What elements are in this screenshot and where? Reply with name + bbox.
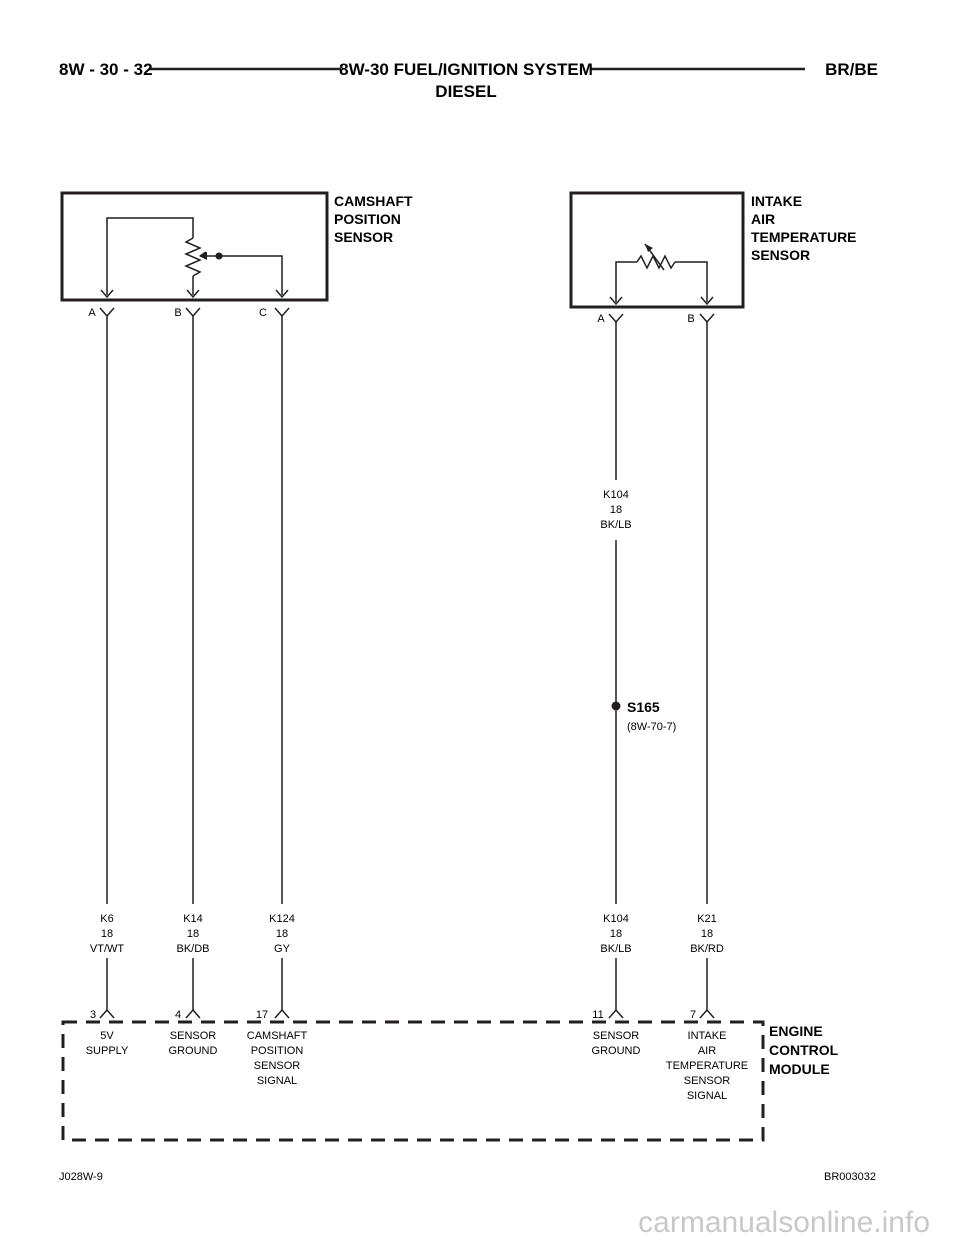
iat-label-2: AIR: [751, 211, 775, 227]
iat-label-4: SENSOR: [751, 247, 810, 263]
wire-k124-circuit: K124: [269, 913, 295, 925]
wire-k14-gauge: 18: [187, 928, 199, 940]
cmp-label-1: CAMSHAFT: [334, 193, 413, 209]
top-connector-chevrons: [99, 307, 715, 324]
iat-pin-b: B: [687, 313, 694, 325]
wire-k21-color: BK/RD: [690, 943, 724, 955]
wire-k104-circuit: K104: [603, 913, 629, 925]
cmp-pin-a: A: [88, 307, 96, 319]
ecm-func-4-l1: SENSOR: [170, 1030, 217, 1042]
ecm-func-7-l4: SENSOR: [684, 1075, 731, 1087]
wires: [106, 316, 708, 1010]
wiper-arrow-icon: [199, 252, 207, 260]
footer-left-code: J028W-9: [59, 1171, 103, 1183]
ecm-pin-functions: 5V SUPPLY SENSOR GROUND CAMSHAFT POSITIO…: [86, 1030, 748, 1102]
wire-k124-gauge: 18: [276, 928, 288, 940]
iat-sensor-box: [569, 191, 745, 309]
ecm-pin-17: 17: [256, 1009, 268, 1021]
ecm-func-7-l1: INTAKE: [688, 1030, 727, 1042]
ecm-func-3-l2: SUPPLY: [86, 1045, 129, 1057]
ecm-label-3: MODULE: [769, 1061, 830, 1077]
thermistor-arrow-icon: [645, 244, 653, 252]
ecm-func-7-l2: AIR: [698, 1045, 716, 1057]
ecm-pin-7: 7: [690, 1009, 696, 1021]
cmp-label-3: SENSOR: [334, 229, 393, 245]
ecm-func-7-l3: TEMPERATURE: [666, 1060, 748, 1072]
cmp-internal-terminals: [100, 289, 289, 299]
ecm-func-3-l1: 5V: [100, 1030, 114, 1042]
wire-k21-gauge: 18: [701, 928, 713, 940]
wire-k21-circuit: K21: [697, 913, 717, 925]
wire-k14-circuit: K14: [183, 913, 203, 925]
watermark: carmanualsonline.info: [638, 1206, 930, 1239]
footer-right-code: BR003032: [824, 1171, 876, 1183]
ecm-func-11-l2: GROUND: [592, 1045, 641, 1057]
iat-label-3: TEMPERATURE: [751, 229, 857, 245]
ecm-func-17-l2: POSITION: [251, 1045, 304, 1057]
mid-wire-color: BK/LB: [600, 519, 631, 531]
splice-id: S165: [627, 699, 660, 715]
wire-k6-gauge: 18: [101, 928, 113, 940]
model-code: BR/BE: [825, 60, 878, 79]
wire-k14-color: BK/DB: [176, 943, 209, 955]
ecm-box: [61, 1020, 765, 1142]
ecm-func-17-l3: SENSOR: [254, 1060, 301, 1072]
wire-k104-gauge: 18: [610, 928, 622, 940]
cmp-label-2: POSITION: [334, 211, 401, 227]
splice-ref: (8W-70-7): [627, 721, 676, 733]
iat-pin-a: A: [597, 313, 605, 325]
page-subtitle: DIESEL: [435, 82, 496, 101]
page-title: 8W-30 FUEL/IGNITION SYSTEM: [339, 60, 593, 79]
cmp-pin-b: B: [174, 307, 181, 319]
ecm-pin-numbers: 3 4 17 11 7: [90, 1009, 696, 1021]
wire-k104-color: BK/LB: [600, 943, 631, 955]
lower-wire-labels: K6 18 VT/WT K14 18 BK/DB K124 18 GY K104…: [90, 913, 724, 955]
cmp-sensor-internal: [106, 217, 283, 295]
ecm-func-4-l2: GROUND: [169, 1045, 218, 1057]
ecm-pin-11: 11: [592, 1009, 603, 1021]
ecm-func-17-l4: SIGNAL: [257, 1075, 297, 1087]
ecm-func-11-l1: SENSOR: [593, 1030, 640, 1042]
wire-k124-color: GY: [274, 943, 291, 955]
mid-wire-gauge: 18: [610, 504, 622, 516]
cmp-wiper-node: [215, 252, 223, 260]
wire-k6-circuit: K6: [100, 913, 113, 925]
iat-label-1: INTAKE: [751, 193, 802, 209]
wire-k6-color: VT/WT: [90, 943, 124, 955]
ecm-pin-3: 3: [90, 1009, 96, 1021]
ecm-label-2: CONTROL: [769, 1042, 839, 1058]
mid-wire-circuit: K104: [603, 489, 629, 501]
ecm-label-1: ENGINE: [769, 1023, 823, 1039]
ecm-pin-4: 4: [175, 1009, 181, 1021]
ecm-func-7-l5: SIGNAL: [687, 1090, 727, 1102]
ecm-connector-chevrons: [99, 1008, 715, 1019]
page-number: 8W - 30 - 32: [59, 60, 153, 79]
splice-dot: [611, 701, 621, 711]
cmp-pin-c: C: [259, 307, 267, 319]
cmp-sensor-box: [60, 191, 329, 302]
iat-sensor-internal: [609, 243, 714, 306]
ecm-func-17-l1: CAMSHAFT: [247, 1030, 308, 1042]
